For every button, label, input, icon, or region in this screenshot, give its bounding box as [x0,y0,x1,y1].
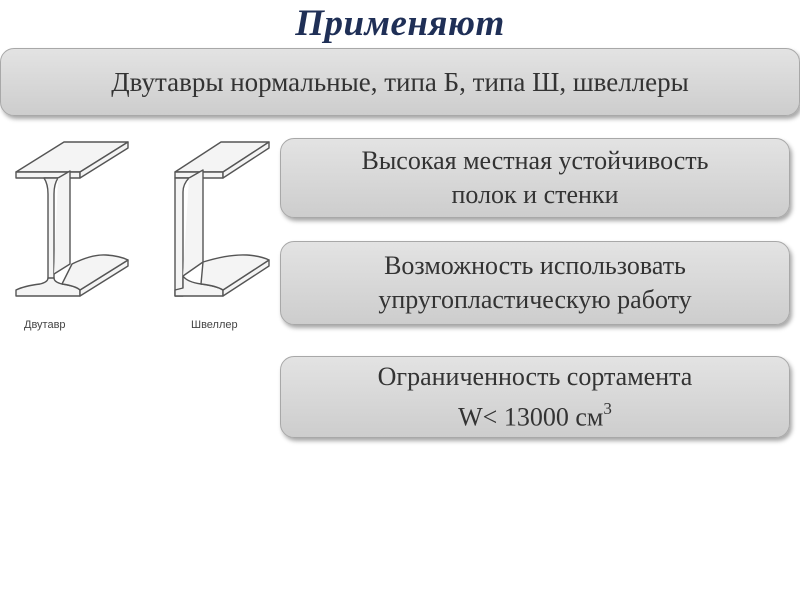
limitation-box-line1: Ограниченность сортамента [377,361,693,391]
advantage-box-elastoplastic-line1: Возможность использовать [384,251,686,280]
slide-title: Применяют [295,3,505,44]
ibeam-figure [15,141,129,297]
channel-caption: Швеллер [191,319,238,331]
advantage-box-stability: Высокая местная устойчивость полок и сте… [280,138,790,218]
channel-web [174,177,190,297]
channel-figure [174,141,270,297]
profiles-banner-text: Двутавры нормальные, типа Б, типа Ш, шве… [111,66,689,97]
limitation-box-assortment: Ограниченность сортамента W< 13000 см3 [280,356,790,438]
advantage-box-elastoplastic: Возможность использовать упругопластичес… [280,241,790,325]
ibeam-caption: Двутавр [24,319,66,331]
limitation-box-line2: W< 13000 см3 [281,394,789,435]
unit-exponent: 3 [603,398,612,418]
advantage-box-stability-line2: полок и стенки [451,180,619,209]
section-modulus-text: W< 13000 см [458,402,604,432]
advantage-box-elastoplastic-line2: упругопластическую работу [378,285,692,314]
profiles-banner: Двутавры нормальные, типа Б, типа Ш, шве… [0,48,800,116]
advantage-box-stability-line1: Высокая местная устойчивость [361,146,709,175]
